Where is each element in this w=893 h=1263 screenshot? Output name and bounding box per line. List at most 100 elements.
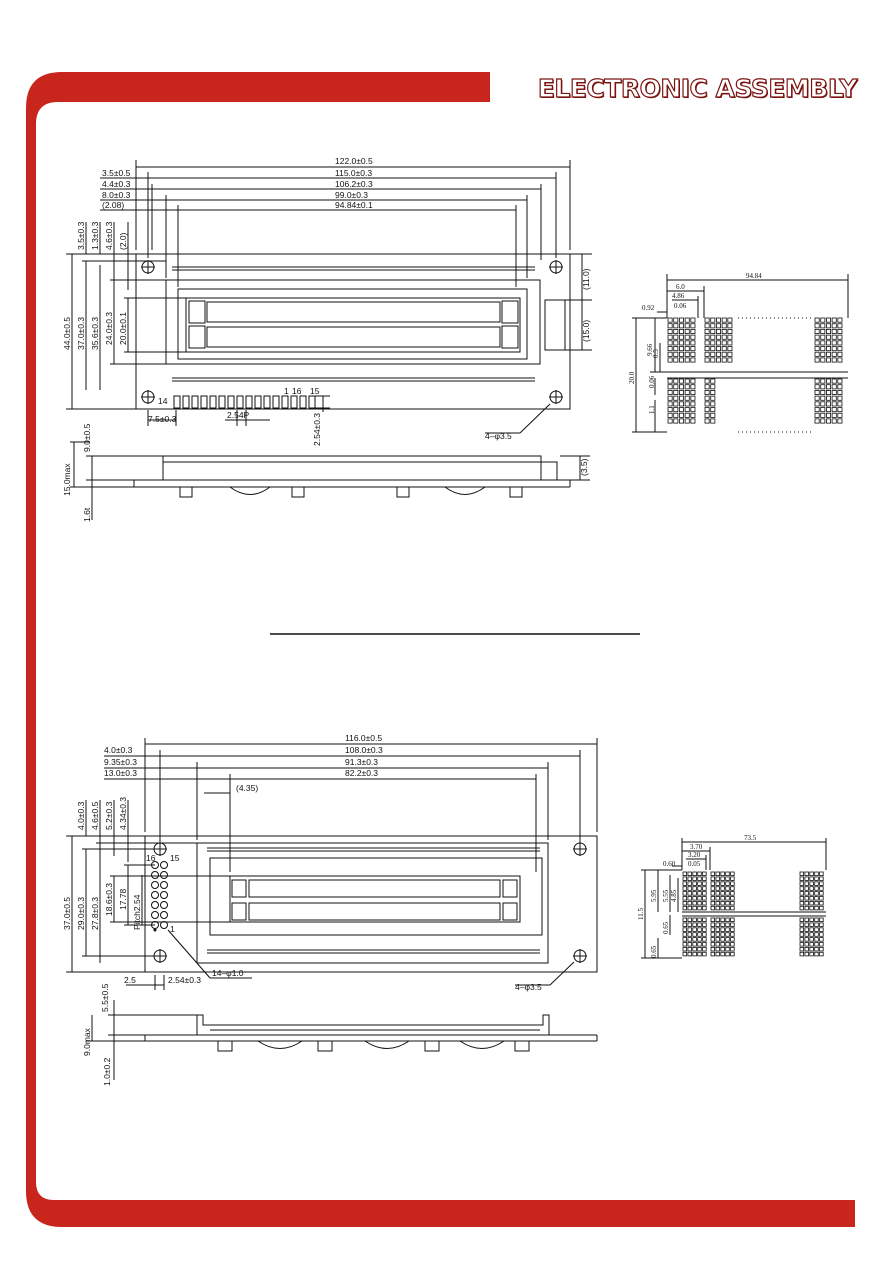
matrix-dot [716,317,722,323]
matrix-dot [799,947,804,952]
matrix-dot [820,407,826,413]
matrix-dot [837,346,843,352]
matrix-dot [814,407,820,413]
dim-bottom-side-1: 5.5±0.5 [100,983,110,1012]
matrix-dot [692,871,697,876]
dim-top-side-3: 1.6t [82,507,92,522]
bottom-side-view [86,1000,598,1080]
matrix-dot [819,917,824,922]
matrix-dot [820,401,826,407]
matrix-dot [804,922,809,927]
matrix-dot [720,876,725,881]
matrix-dot [715,947,720,952]
matrix-dot [679,378,685,384]
matrix-dot [690,346,696,352]
matrix-dot [679,334,685,340]
matrix-dot [710,395,716,401]
dim-bottom-hole-span: 108.0±0.3 [345,745,383,755]
matrix-dot [679,317,685,323]
detail-top-row-gap: 0.06 [648,375,656,388]
matrix-dot [690,418,696,424]
matrix-dot [682,901,687,906]
matrix-dot [819,896,824,901]
matrix-dot [725,876,730,881]
matrix-dot [667,407,673,413]
matrix-dot [715,871,720,876]
matrix-dot [697,917,702,922]
matrix-dot [809,886,814,891]
pin-label-14: 14 [158,396,168,406]
matrix-dot [820,328,826,334]
pin-label-16: 16 [292,386,302,396]
matrix-dot [814,937,819,942]
matrix-dot [814,384,820,390]
detail-top-left-gap: 0.92 [642,304,655,312]
matrix-dot [697,942,702,947]
bottom-front-view [66,738,598,990]
matrix-dot [809,922,814,927]
matrix-dot [692,922,697,927]
matrix-dot [710,323,716,329]
matrix-dot [820,334,826,340]
matrix-dot [710,389,716,395]
dim-top-offset-4: (2.0) [118,232,128,250]
matrix-dot [710,334,716,340]
matrix-dot [704,351,710,357]
matrix-dot [692,876,697,881]
detail-top-char-width: 6.0 [676,283,685,291]
pin-label-1: 1 [284,386,289,396]
matrix-dot [837,412,843,418]
matrix-dot [730,922,735,927]
matrix-dot [667,412,673,418]
matrix-dot [804,886,809,891]
matrix-dot [730,917,735,922]
matrix-dot [721,323,727,329]
matrix-dot [820,323,826,329]
matrix-dot [690,389,696,395]
matrix-dot [814,340,820,346]
matrix-dot [690,340,696,346]
matrix-dot [702,886,707,891]
matrix-dot [730,947,735,952]
matrix-dot [697,896,702,901]
matrix-dot [721,334,727,340]
matrix-dot [814,947,819,952]
matrix-dot [716,328,722,334]
matrix-dot [710,951,715,957]
matrix-dot [682,927,687,932]
matrix-dot [804,905,809,911]
matrix-dot [692,881,697,886]
dim-top-height-5: 20.0±0.1 [118,312,128,345]
matrix-dot [730,871,735,876]
dim-top-left-2: 4.4±0.3 [102,179,131,189]
matrix-dot [710,927,715,932]
matrix-dot [819,891,824,896]
dim-bottom-offset-435: (4.35) [236,783,258,793]
matrix-dot [710,932,715,937]
matrix-dot [804,901,809,906]
matrix-dot [826,407,832,413]
matrix-dot [682,951,687,957]
dim-top-hole-span: 115.0±0.3 [335,168,372,178]
matrix-dot [725,932,730,937]
matrix-dot [690,351,696,357]
matrix-dot [702,932,707,937]
matrix-dot [725,927,730,932]
matrix-dot [704,317,710,323]
dim-top-pin-offset: 7.5±0.3 [148,414,177,424]
dim-bottom-side-2: 9.0max [82,1027,92,1056]
matrix-dot [684,317,690,323]
dim-top-offset-3: 4.6±0.3 [104,221,114,250]
matrix-dot [687,947,692,952]
matrix-dot [831,323,837,329]
matrix-dot [682,871,687,876]
matrix-dot [725,922,730,927]
dim-bottom-height-4: 18.6±0.3 [104,883,114,916]
matrix-dot [715,937,720,942]
matrix-dot [702,942,707,947]
matrix-dot [710,357,716,363]
matrix-dot [814,951,819,957]
matrix-dot [814,346,820,352]
matrix-dot [702,871,707,876]
matrix-dot [819,876,824,881]
